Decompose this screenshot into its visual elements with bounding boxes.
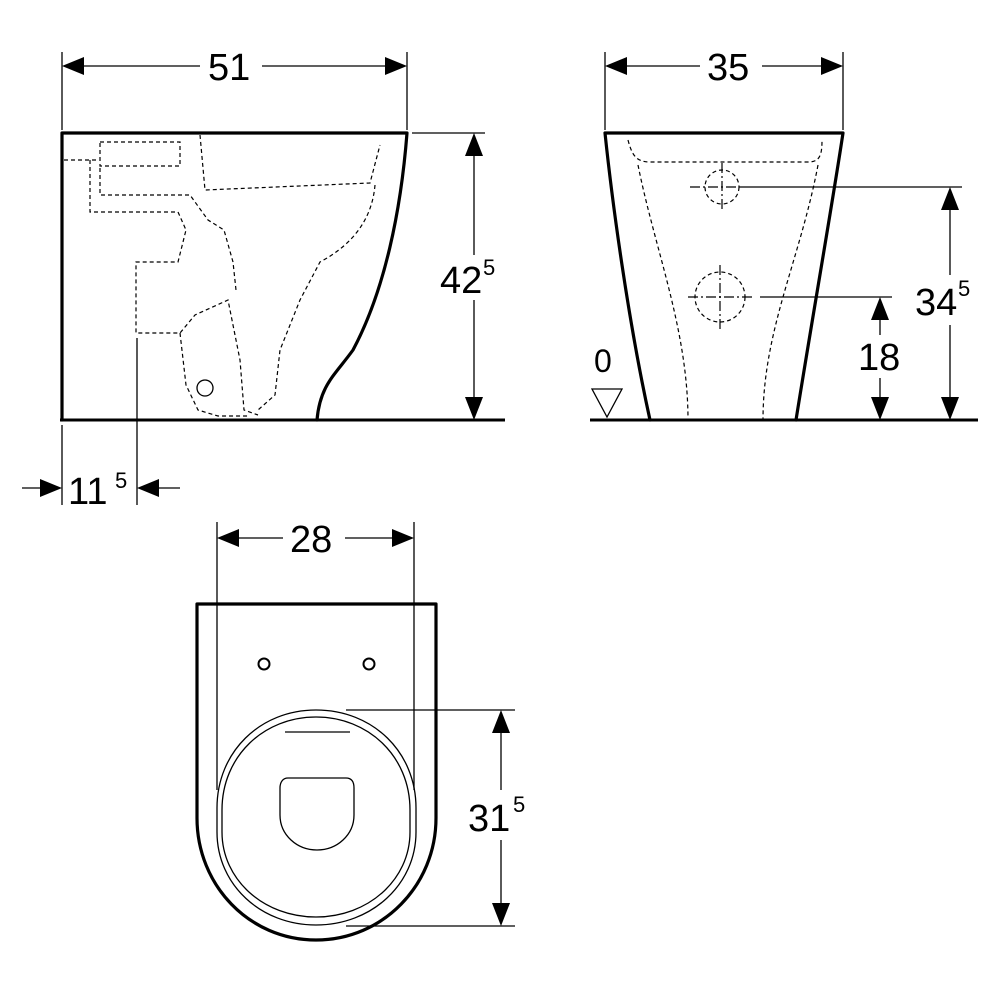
top-view: 28 31 5 <box>195 519 525 942</box>
top-depth-arrow-top <box>492 710 510 733</box>
top-body-outline <box>195 602 438 942</box>
side-outlet-hole <box>196 379 214 397</box>
side-hidden-bowl <box>199 134 381 411</box>
top-depth-arrow-bottom <box>492 903 510 926</box>
front-lower-value: 18 <box>858 337 900 379</box>
side-width-arrow-right <box>385 57 407 75</box>
side-offset-sup: 5 <box>115 468 127 493</box>
side-offset-arrow-right <box>137 479 159 497</box>
front-upper-value: 34 <box>915 282 957 324</box>
front-body-outline <box>603 131 845 422</box>
front-width-arrow-left <box>605 57 627 75</box>
top-seat-inner <box>221 716 411 918</box>
top-seat-outer <box>216 709 417 926</box>
front-upper-arrow-bottom <box>941 397 959 420</box>
front-view: 35 34 5 18 0 <box>590 47 978 422</box>
top-fixing-hole-left-icon <box>257 657 271 671</box>
front-upper-sup: 5 <box>958 276 970 301</box>
top-depth-value: 31 <box>468 798 510 840</box>
floor-level-value: 0 <box>594 343 612 379</box>
side-height-arrow-bottom <box>465 397 483 420</box>
floor-level-triangle-icon <box>590 388 624 419</box>
top-width-value: 28 <box>290 519 332 561</box>
side-hidden-connector <box>99 141 181 167</box>
side-hidden-trap-inner <box>99 168 237 291</box>
side-body-outline <box>60 131 409 422</box>
side-width-arrow-left <box>62 57 84 75</box>
side-height-value: 42 <box>440 260 482 302</box>
front-hidden-bowl <box>627 139 823 421</box>
front-width-arrow-right <box>821 57 843 75</box>
side-height-arrow-top <box>465 133 483 156</box>
side-view: 51 42 5 11 5 <box>22 47 505 513</box>
side-height-sup: 5 <box>483 255 495 280</box>
top-bowl-opening <box>279 777 355 851</box>
front-width-value: 35 <box>707 47 749 89</box>
top-width-arrow-left <box>217 529 239 547</box>
side-offset-value: 11 <box>68 471 107 513</box>
top-depth-sup: 5 <box>513 792 525 817</box>
side-hidden-trap-outer <box>89 160 259 416</box>
side-hidden-trap-loop <box>179 332 250 417</box>
top-fixing-hole-right-icon <box>362 657 376 671</box>
top-width-arrow-right <box>392 529 414 547</box>
front-upper-arrow-top <box>941 187 959 210</box>
side-width-value: 51 <box>208 47 250 89</box>
front-lower-arrow-top <box>871 297 889 320</box>
front-lower-arrow-bottom <box>871 397 889 420</box>
side-offset-arrow-left <box>40 479 62 497</box>
